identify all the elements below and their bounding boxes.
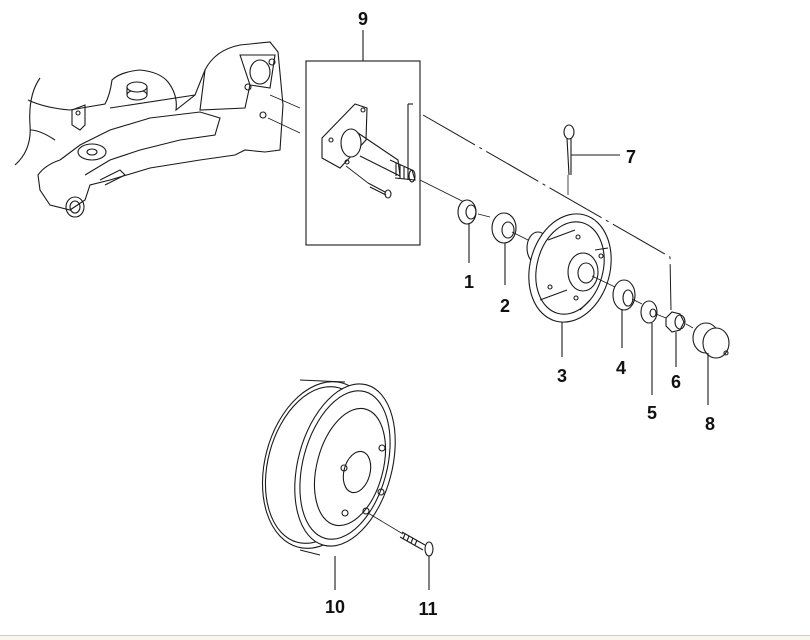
callout-10: 10 (325, 597, 345, 617)
callout-3: 3 (557, 366, 567, 386)
axle-frame (14, 41, 284, 218)
callout-2: 2 (500, 296, 510, 316)
leader-lines (334, 154, 709, 590)
callout-labels: 1 2 3 4 5 6 7 8 9 10 11 (325, 9, 715, 619)
part-10 (261, 379, 404, 556)
callout-4: 4 (616, 358, 626, 378)
callout-9: 9 (358, 9, 368, 29)
spindle (321, 103, 416, 199)
part-1 (457, 199, 491, 225)
centerline (422, 114, 672, 311)
guide-line (269, 94, 301, 109)
callout-7: 7 (626, 147, 636, 167)
axis-line (419, 179, 471, 206)
callout-5: 5 (647, 403, 657, 423)
part-6 (665, 311, 694, 333)
part-2 (491, 212, 529, 244)
part-7 (563, 124, 575, 195)
bottom-scroll-edge (0, 635, 810, 640)
part-5 (640, 300, 667, 324)
part-3 (526, 213, 616, 323)
part-11 (399, 531, 434, 557)
callout-11: 11 (418, 599, 437, 619)
guide-line (267, 117, 301, 134)
part-4 (612, 279, 643, 311)
spindle-assembly-box (305, 30, 421, 246)
callout-1: 1 (464, 272, 474, 292)
callout-6: 6 (671, 372, 681, 392)
part-8 (692, 322, 730, 359)
callout-8: 8 (705, 414, 715, 434)
